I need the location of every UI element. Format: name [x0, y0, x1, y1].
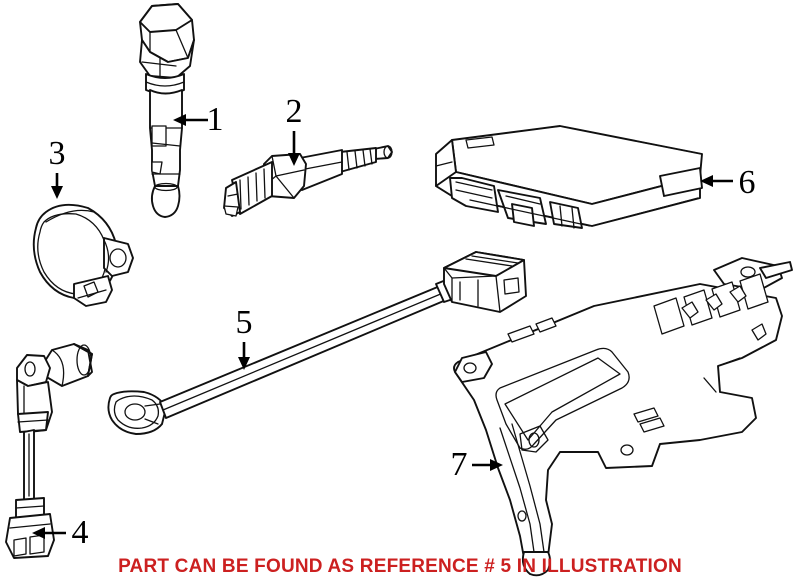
callout-2-arrowhead	[288, 153, 300, 166]
callout-7: 7	[451, 446, 503, 483]
callout-1-arrowhead	[173, 114, 186, 126]
callout-3-arrowhead	[51, 186, 63, 199]
part-mounting-bracket	[453, 257, 793, 577]
callout-6: 6	[700, 164, 756, 201]
callout-3-number: 3	[49, 135, 66, 172]
part-engine-control-module	[435, 125, 703, 229]
callout-7-number: 7	[451, 446, 468, 483]
callout-5: 5	[236, 304, 253, 370]
callout-6-number: 6	[739, 164, 756, 201]
callout-4-arrowhead	[32, 527, 45, 539]
callout-6-arrowhead	[700, 175, 713, 187]
callout-1-number: 1	[207, 101, 224, 138]
part-crankshaft-position-sensor	[5, 343, 93, 559]
callout-5-arrowhead	[238, 357, 250, 370]
callout-7-arrowhead	[490, 459, 503, 471]
callout-3: 3	[49, 135, 66, 199]
part-knock-sensor	[107, 251, 527, 435]
callout-4: 4	[32, 514, 89, 551]
part-camshaft-position-sensor	[32, 203, 134, 307]
callout-5-number: 5	[236, 304, 253, 341]
callout-2: 2	[286, 93, 303, 166]
callout-2-number: 2	[286, 93, 303, 130]
callout-1: 1	[173, 101, 224, 138]
part-ignition-coil	[139, 3, 195, 218]
callout-4-number: 4	[72, 514, 89, 551]
part-spark-plug	[223, 145, 393, 217]
reference-note: PART CAN BE FOUND AS REFERENCE # 5 IN IL…	[118, 556, 682, 577]
